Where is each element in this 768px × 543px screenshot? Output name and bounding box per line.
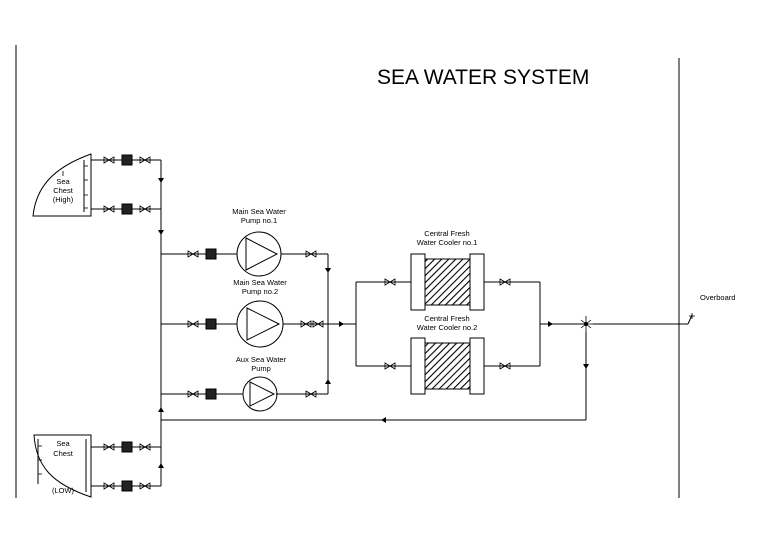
main-pump-1-label-2: Pump no.1 [241,216,277,225]
sea-chest-low-label-1: Sea [56,439,70,448]
sea-chest-low-label-2: Chest [53,449,74,458]
suction-strainer-low-2 [121,480,133,492]
suction-strainer-high-1 [121,154,133,166]
suction-strainer-high-2 [121,203,133,215]
aux-pump [242,376,278,412]
suction-strainer-low-1 [121,441,133,453]
main-pump-1-label-1: Main Sea Water [232,207,286,216]
main-pump-1 [236,231,282,277]
sea-chest-high: Sea Chest (High) [32,153,92,217]
sea-chest-high-label-1: Sea [56,177,70,186]
aux-pump-strainer [205,388,217,400]
main-pump-2-label-1: Main Sea Water [233,278,287,287]
main-pump-2-label-2: Pump no.2 [242,287,278,296]
sea-chest-high-label-2: Chest [53,186,74,195]
three-way-valve [579,316,593,332]
cooler-supply-lines [328,281,586,367]
aux-pump-label-1: Aux Sea Water [236,355,287,364]
cooler-2 [410,337,485,395]
cooler-2-label-1: Central Fresh [424,314,469,323]
main-pump-2 [236,300,284,348]
sea-chest-low-label-3: (LOW) [52,486,75,495]
aux-pump-label-2: Pump [251,364,271,373]
cooler-1-label-1: Central Fresh [424,229,469,238]
recirculation-line [161,332,589,423]
sea-chest-high-label-3: (High) [53,195,74,204]
cooler-1-label-2: Water Cooler no.1 [417,238,478,247]
overboard-line [593,313,695,325]
diagram-title: SEA WATER SYSTEM [377,66,589,89]
cooler-1 [410,253,485,311]
overboard-label: Overboard [700,293,735,302]
cooler-2-label-2: Water Cooler no.2 [417,323,478,332]
pump2-strainer [205,318,217,330]
sea-chest-low: Sea Chest (LOW) [33,434,92,498]
pump1-strainer [205,248,217,260]
